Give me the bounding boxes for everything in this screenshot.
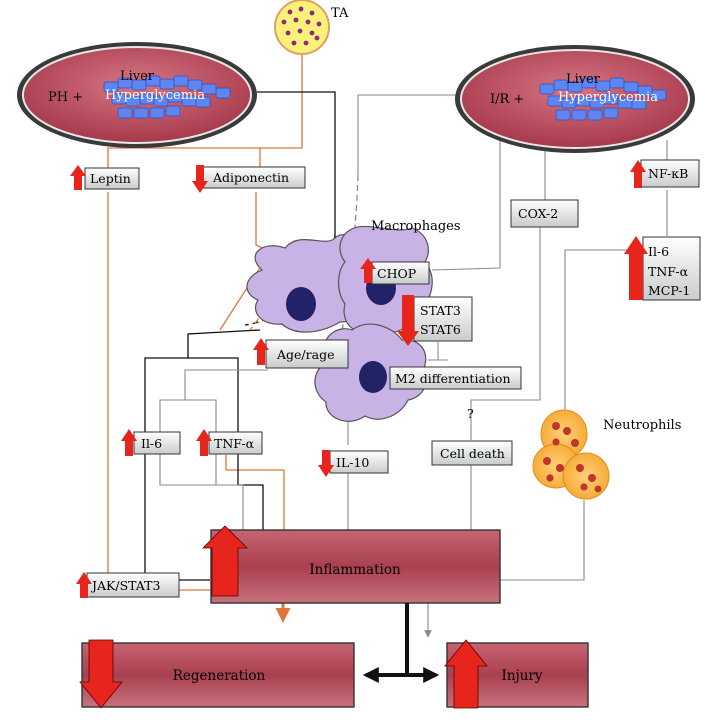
down-arrow-icon xyxy=(318,450,334,477)
unknown-marker: ? xyxy=(467,406,474,421)
ta-label: TA xyxy=(331,6,349,21)
hyperglycemia-crystals-left xyxy=(103,75,231,119)
macrophages-label: Macrophages xyxy=(371,219,461,234)
liver-right-title: Liver xyxy=(566,72,601,87)
up-arrow-icon xyxy=(253,338,269,365)
svg-text:STAT6: STAT6 xyxy=(420,322,461,337)
svg-text:STAT3: STAT3 xyxy=(420,303,461,318)
injury-block: Injury xyxy=(444,639,589,709)
up-arrow-icon xyxy=(360,258,376,283)
down-arrow-icon xyxy=(192,165,208,193)
inflammation-block: Inflammation xyxy=(202,525,501,604)
liver-left-prefix: PH + xyxy=(48,90,83,105)
up-arrow-icon xyxy=(76,572,92,598)
factor-stat: STAT3 STAT6 xyxy=(397,295,473,346)
factor-age-rage: Age/rage xyxy=(253,338,349,369)
liver-right: Liver I/R + Hyperglycemia xyxy=(455,45,695,153)
up-arrow-icon xyxy=(202,525,248,597)
factor-leptin: Leptin xyxy=(70,165,140,190)
outcome-connector xyxy=(362,603,440,683)
svg-text:Age/rage: Age/rage xyxy=(276,347,334,362)
svg-text:Cell death: Cell death xyxy=(440,446,505,461)
svg-text:TNF-α: TNF-α xyxy=(648,264,689,279)
factor-cytokines-right: Il-6 TNF-α MCP-1 xyxy=(624,236,701,301)
up-arrow-icon xyxy=(196,429,212,456)
svg-text:Adiponectin: Adiponectin xyxy=(212,170,289,185)
regeneration-label: Regeneration xyxy=(173,668,266,684)
svg-text:IL-10: IL-10 xyxy=(336,455,369,470)
up-arrow-icon xyxy=(624,236,648,300)
svg-text:Il-6: Il-6 xyxy=(648,244,669,259)
factor-m2-differentiation: M2 differentiation xyxy=(389,366,522,390)
neutrophils: Neutrophils xyxy=(532,409,681,500)
svg-text:M2 differentiation: M2 differentiation xyxy=(395,371,511,386)
liver-right-condition: Hyperglycemia xyxy=(558,90,658,105)
svg-text:JAK/STAT3: JAK/STAT3 xyxy=(90,578,160,593)
neutrophils-label: Neutrophils xyxy=(603,418,681,433)
factor-il10: IL-10 xyxy=(318,450,389,477)
ta-adipose-tissue: TA xyxy=(274,0,349,55)
regeneration-block: Regeneration xyxy=(79,639,355,709)
factor-il6-left: Il-6 xyxy=(121,429,181,456)
factor-tnf-left: TNF-α xyxy=(196,429,263,456)
factor-chop: CHOP xyxy=(360,258,430,285)
down-arrow-icon xyxy=(79,639,123,709)
injury-label: Injury xyxy=(502,668,543,684)
liver-right-prefix: I/R + xyxy=(490,92,524,107)
svg-text:Leptin: Leptin xyxy=(90,171,131,186)
svg-text:Il-6: Il-6 xyxy=(141,436,162,451)
liver-left-condition: Hyperglycemia xyxy=(105,88,205,103)
svg-text:COX-2: COX-2 xyxy=(518,206,558,221)
factor-adiponectin: Adiponectin xyxy=(192,165,306,193)
up-arrow-icon xyxy=(444,639,488,709)
factor-cell-death: Cell death xyxy=(431,440,513,466)
up-arrow-icon xyxy=(121,429,137,456)
svg-text:MCP-1: MCP-1 xyxy=(648,283,690,298)
svg-text:CHOP: CHOP xyxy=(377,266,416,281)
factor-cox2: COX-2 xyxy=(510,199,579,228)
hyperglycemia-crystals-right xyxy=(539,77,667,121)
up-arrow-icon xyxy=(70,165,86,190)
up-arrow-icon xyxy=(630,160,646,188)
liver-left: Liver PH + Hyperglycemia xyxy=(17,42,257,148)
gray-connectors xyxy=(159,94,668,638)
svg-text:NF-κB: NF-κB xyxy=(648,166,688,181)
factor-nfkb: NF-κB xyxy=(630,159,700,188)
liver-left-title: Liver xyxy=(120,69,155,84)
down-arrow-icon xyxy=(397,295,419,346)
inflammation-label: Inflammation xyxy=(309,562,401,578)
svg-text:TNF-α: TNF-α xyxy=(214,436,255,451)
black-connectors xyxy=(144,91,336,581)
factor-jak-stat3: JAK/STAT3 xyxy=(76,572,180,598)
